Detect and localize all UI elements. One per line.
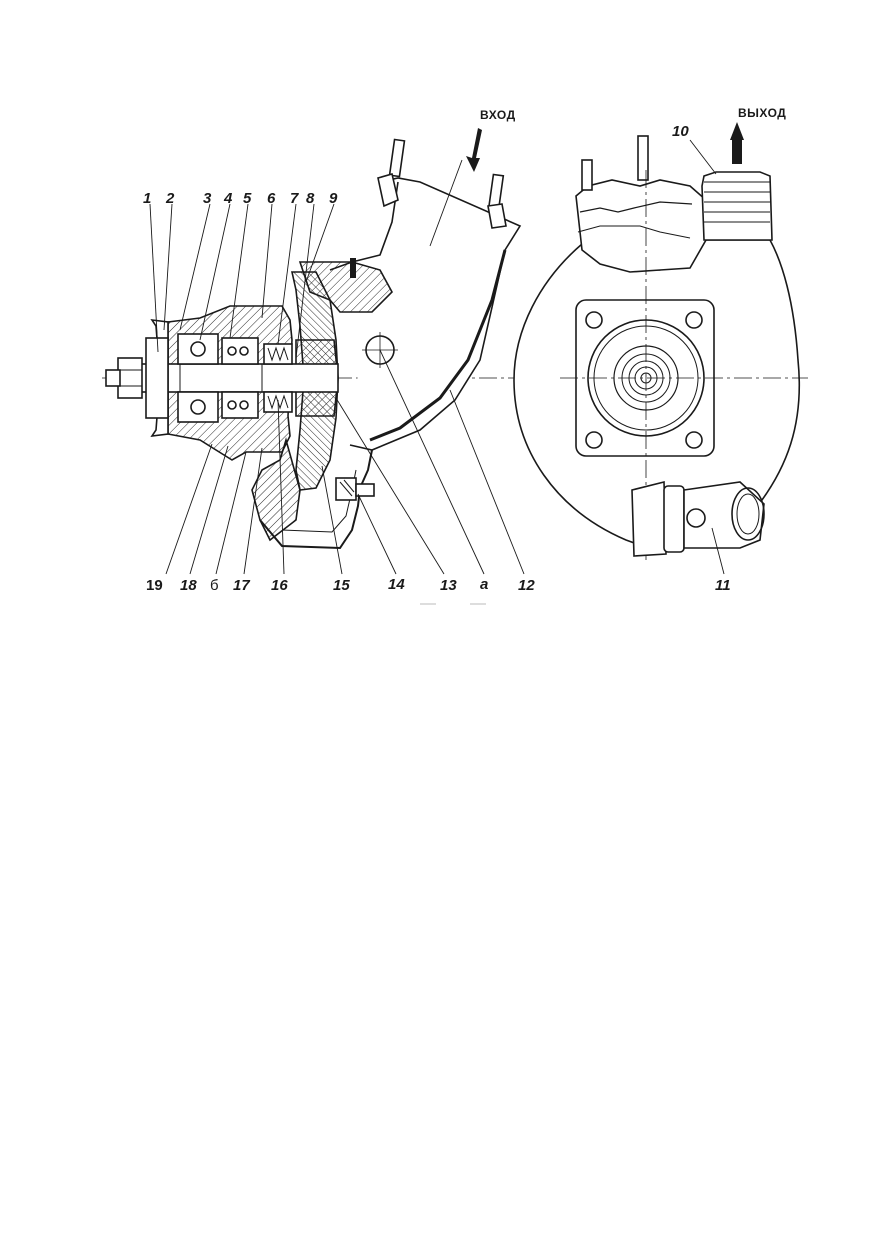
side-pipe [631,480,765,557]
inlet-pipe [349,177,522,451]
inlet-arrow [466,128,482,172]
outlet-arrow-head [730,122,744,140]
rear-bearing [221,337,259,419]
callout-10: 10 [672,123,689,140]
outlet-pipe [701,171,773,241]
callout-2: 2 [166,190,175,207]
callout-6: 6 [267,190,276,207]
hub-washer [145,337,169,419]
stud-left [581,159,593,191]
inlet-pipe-outer-wall [369,249,507,442]
flange-bolt-hole-tl [585,311,603,329]
callout-16: 16 [271,577,288,594]
housing-marker [350,258,356,278]
callout-14: 14 [388,576,405,593]
pump-housing-lower [251,437,301,542]
callout-1: 1 [143,190,152,207]
callout-3: 3 [203,190,212,207]
housing-bolt [335,477,375,501]
callout-11: 11 [715,577,731,594]
callout-12: 12 [518,577,535,594]
callout-9: 9 [329,190,338,207]
outlet-label: ВЫХОД [738,106,787,120]
stud-mid [637,135,649,181]
callout-15: 15 [333,577,350,594]
front-view [513,122,808,575]
leader-lines [149,159,525,575]
shaft-nut [105,357,143,399]
callout-b: б [210,577,219,594]
callout-7: 7 [290,190,299,207]
outlet-arrow-shaft [732,138,742,164]
callout-18: 18 [180,577,197,594]
callout-13: 13 [440,577,457,594]
callout-4: 4 [224,190,233,207]
callout-8: 8 [306,190,315,207]
volute-bottom [259,449,373,550]
callout-a: а [480,576,489,593]
inlet-label: ВХОД [480,108,516,122]
section-view [102,128,560,575]
front-bearing [177,333,219,423]
callout-5: 5 [243,190,252,207]
flange-studs [377,138,507,229]
flange-bolt-hole-tr [685,311,703,329]
flange-bolt-hole-br [685,431,703,449]
callout-19: 19 [146,577,163,594]
callout-17: 17 [233,577,250,594]
flange-bolt-hole-bl [585,431,603,449]
